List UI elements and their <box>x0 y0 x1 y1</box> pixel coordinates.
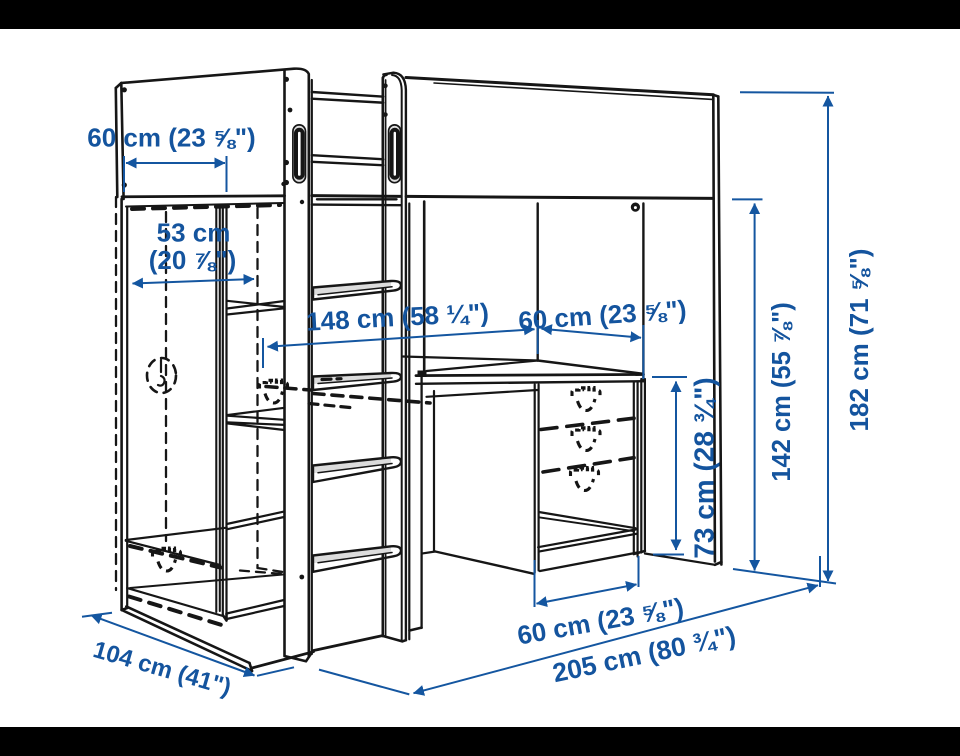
svg-text:148 cm (58 ¼"): 148 cm (58 ¼") <box>305 297 489 337</box>
svg-text:60 cm (23 ⅝"): 60 cm (23 ⅝") <box>517 294 687 336</box>
svg-text:(20 ⅞"): (20 ⅞") <box>149 245 236 275</box>
svg-text:60 cm (23 ⅝"): 60 cm (23 ⅝") <box>87 123 255 153</box>
svg-text:73 cm (28 ¾"): 73 cm (28 ¾") <box>689 377 720 558</box>
svg-text:53 cm: 53 cm <box>157 218 231 248</box>
svg-text:142 cm (55 ⅞"): 142 cm (55 ⅞") <box>768 302 796 481</box>
svg-text:182 cm (71 ⅝"): 182 cm (71 ⅝") <box>844 249 874 432</box>
